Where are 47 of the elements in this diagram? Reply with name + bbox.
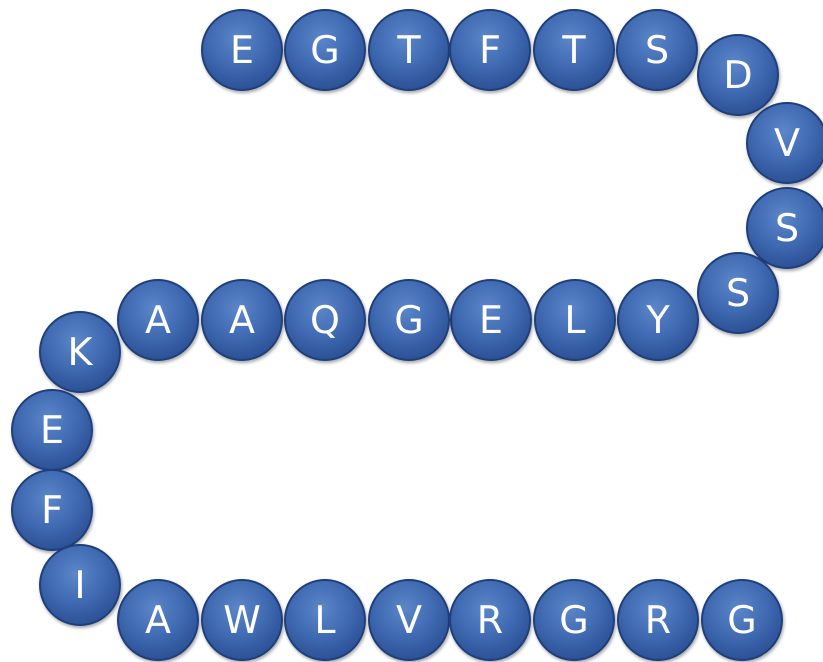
amino-acid-bead [39, 311, 121, 393]
amino-acid-bead [39, 544, 121, 626]
amino-acid-bead [450, 279, 532, 361]
residue-letter: A [145, 301, 171, 339]
residue-letter: S [644, 31, 670, 69]
residue-letter: Q [310, 301, 340, 339]
amino-acid-bead [746, 102, 823, 184]
residue-letter: F [479, 31, 501, 69]
residue-letter: L [314, 601, 336, 639]
amino-acid-bead [449, 579, 531, 661]
residue-letter: K [68, 333, 92, 371]
residue-letter: E [230, 31, 254, 69]
residue-letter: L [564, 301, 586, 339]
residue-letter: G [394, 301, 424, 339]
residue-letter: W [223, 601, 261, 639]
residue-letter: V [774, 124, 800, 162]
residue-letter: I [74, 566, 86, 604]
residue-letter: A [229, 301, 255, 339]
residue-letter: R [644, 601, 672, 639]
amino-acid-bead [117, 579, 199, 661]
amino-acid-bead [11, 469, 93, 551]
amino-acid-bead [11, 389, 93, 471]
amino-acid-bead [697, 252, 779, 334]
residue-letter: S [774, 209, 800, 247]
residue-letter: T [562, 31, 586, 69]
residue-letter: R [476, 601, 504, 639]
residue-letter: V [396, 601, 422, 639]
residue-letter: G [559, 601, 589, 639]
amino-acid-bead [284, 279, 366, 361]
amino-acid-bead [284, 9, 366, 91]
residue-letter: Y [646, 301, 670, 339]
residue-letter: F [41, 491, 63, 529]
residue-letter: G [310, 31, 340, 69]
amino-acid-bead [616, 9, 698, 91]
residue-letter: E [40, 411, 64, 449]
amino-acid-bead [449, 9, 531, 91]
amino-acid-bead [117, 279, 199, 361]
residue-letter: E [478, 301, 503, 339]
amino-acid-bead [697, 34, 779, 116]
residue-letter: D [723, 56, 753, 94]
residue-letter: G [727, 601, 757, 639]
residue-letter: T [397, 31, 421, 69]
residue-letter: A [145, 601, 171, 639]
amino-acid-bead [617, 279, 699, 361]
amino-acid-bead [284, 579, 366, 661]
amino-acid-bead [746, 187, 823, 269]
residue-letter: S [726, 274, 750, 312]
